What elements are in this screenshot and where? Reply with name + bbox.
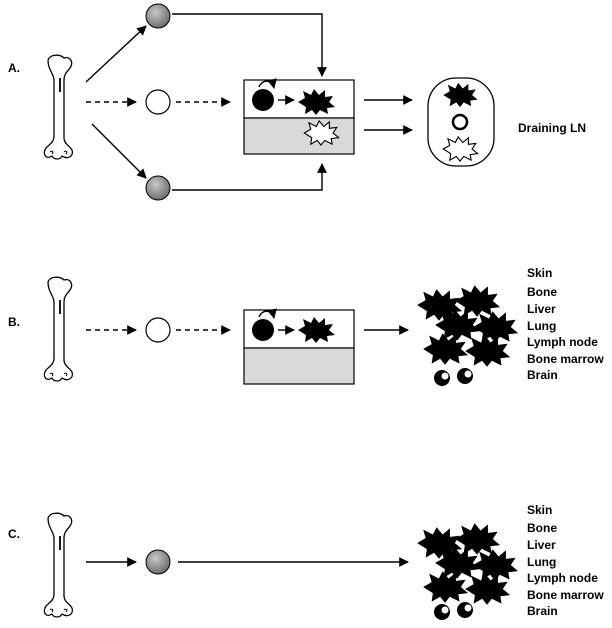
- arrow-to-bottom-cell: [91, 123, 147, 179]
- tumor-black-icon: [465, 573, 511, 605]
- organ-label: Lung: [527, 555, 556, 569]
- ring-cell-highlight: [441, 372, 449, 380]
- outcome-label: Draining LN: [518, 121, 586, 135]
- arrow-top-to-box: [172, 13, 327, 77]
- arrow-bottom-to-box: [172, 163, 327, 191]
- ring-cell-highlight: [464, 604, 472, 612]
- organ-label: Lymph node: [527, 335, 598, 349]
- arrow-to-top-cell: [85, 25, 147, 83]
- organ-label: Skin: [527, 266, 552, 280]
- organ-label: Bone marrow: [527, 352, 604, 366]
- panel-b: B. Skin Bone Liver Lung L: [8, 266, 604, 386]
- organ-label: Liver: [527, 302, 556, 316]
- panel-c: C. Skin Bone Liver Lung Lymph node Bone …: [8, 503, 604, 620]
- tumor-black-icon: [455, 285, 501, 317]
- panel-a-label: A.: [8, 61, 20, 75]
- tissue-box-lower: [243, 347, 355, 385]
- tumor-black-icon: [455, 523, 501, 555]
- self-renewal-arrow: [258, 78, 277, 89]
- organ-label: Brain: [527, 368, 558, 382]
- tumor-black-icon: [423, 571, 469, 603]
- metastasis-cluster: [417, 523, 519, 620]
- panel-b-label: B.: [8, 315, 20, 329]
- tumor-black-icon: [423, 333, 469, 365]
- metastasis-cluster: [417, 285, 519, 386]
- organ-label: Liver: [527, 538, 556, 552]
- tumor-black-icon: [473, 549, 519, 581]
- organ-label: Bone: [527, 521, 557, 535]
- white-cell-icon: [145, 89, 171, 115]
- black-cell-icon: [252, 319, 274, 341]
- ring-cell-icon: [451, 113, 469, 131]
- tumor-black-icon: [473, 311, 519, 343]
- femur-icon: [43, 276, 74, 382]
- self-renewal-arrow: [258, 308, 277, 319]
- organ-label: Skin: [527, 503, 552, 517]
- femur-icon: [43, 512, 74, 618]
- black-cell-icon: [252, 89, 274, 111]
- tumor-black-icon: [465, 335, 511, 367]
- ring-cell-highlight: [441, 606, 449, 614]
- gray-cell-icon: [145, 175, 171, 201]
- organ-list: Skin Bone Liver Lung Lymph node Bone mar…: [527, 503, 604, 618]
- ring-cell-highlight: [464, 370, 472, 378]
- organ-label: Lung: [527, 319, 556, 333]
- organ-label: Bone: [527, 285, 557, 299]
- panel-a: A. Draining LN: [8, 3, 586, 201]
- gray-cell-icon: [145, 549, 171, 575]
- organ-label: Bone marrow: [527, 588, 604, 602]
- organ-label: Brain: [527, 604, 558, 618]
- organ-list: Skin Bone Liver Lung Lymph node Bone mar…: [527, 266, 604, 382]
- femur-icon: [43, 54, 74, 160]
- white-cell-icon: [145, 317, 171, 343]
- organ-label: Lymph node: [527, 571, 598, 585]
- gray-cell-icon: [145, 3, 171, 29]
- panel-c-label: C.: [8, 527, 20, 541]
